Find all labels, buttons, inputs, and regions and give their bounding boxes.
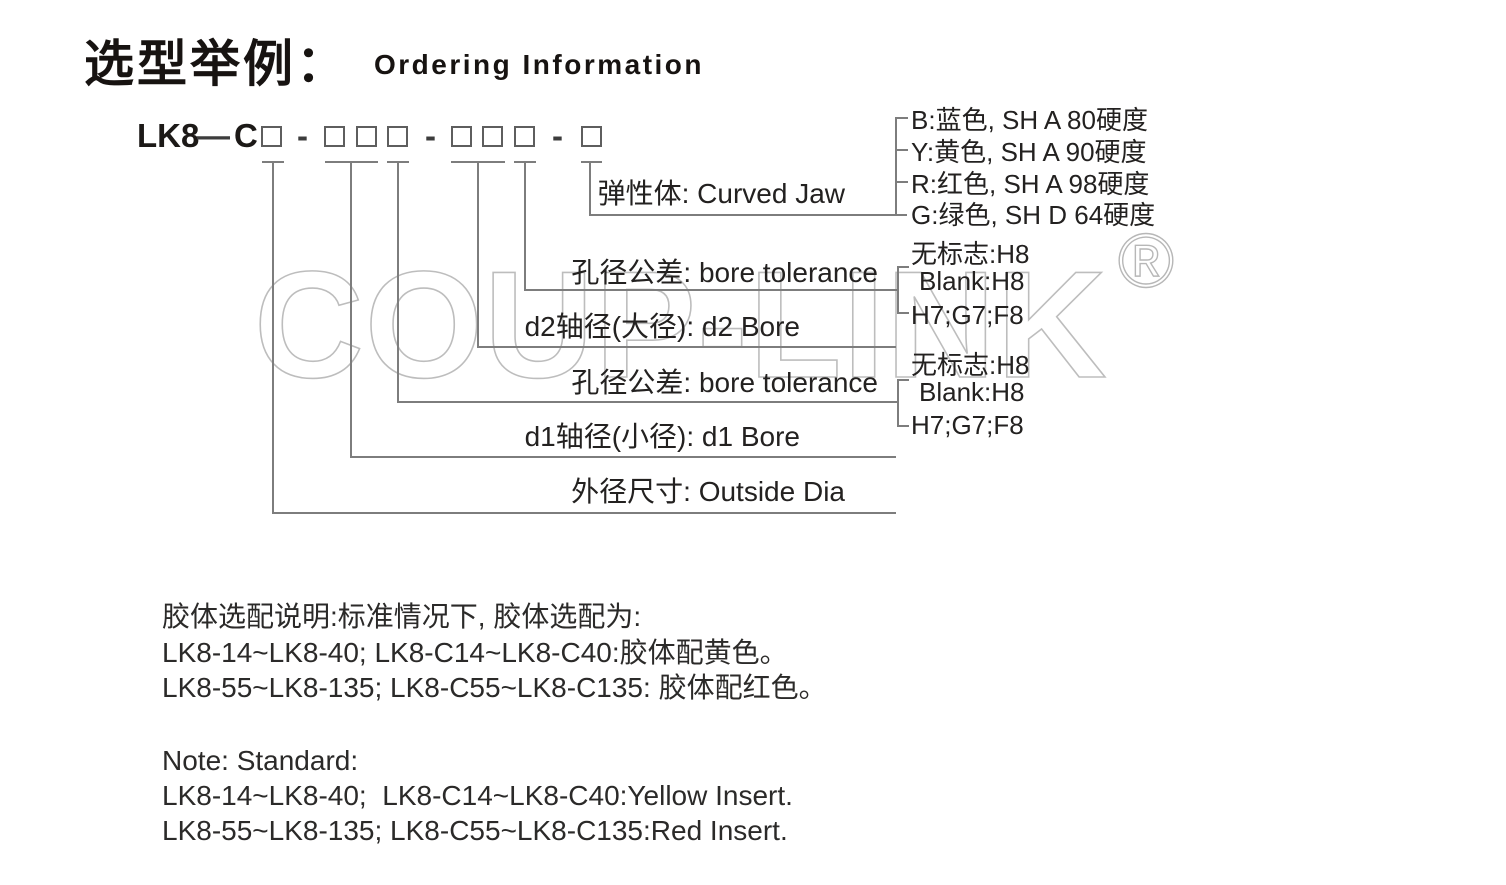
option-elastomer-green: G:绿色, SH D 64硬度 (911, 200, 1156, 230)
code-box-d1-2 (356, 126, 377, 147)
option-tol-top-nomark: 无标志:H8 (911, 239, 1030, 269)
callout-line-elastomer-h (589, 214, 907, 216)
part-code-dash-2: - (425, 117, 436, 154)
callout-line-d1-tol-v (397, 161, 399, 403)
callout-label-outside-dia: 外径尺寸: Outside Dia (571, 476, 845, 507)
part-code-dash-1: - (297, 117, 308, 154)
code-box-d1-tol (387, 126, 408, 147)
bracket-elastomer-tick-y (895, 149, 908, 151)
note-zh-line1: 胶体选配说明:标准情况下, 胶体选配为: (162, 601, 642, 632)
code-box-d2-2 (482, 126, 503, 147)
callout-label-elastomer: 弹性体: Curved Jaw (597, 178, 845, 209)
note-en-line2: LK8-14~LK8-40; LK8-C14~LK8-C40:Yellow In… (162, 780, 793, 811)
callout-label-bore-tolerance-top: 孔径公差: bore tolerance (571, 257, 878, 288)
note-zh-line2: LK8-14~LK8-40; LK8-C14~LK8-C40:胶体配黄色。 (162, 637, 788, 668)
note-en-line3: LK8-55~LK8-135; LK8-C55~LK8-C135:Red Ins… (162, 815, 788, 846)
coup-link-watermark: COUP-LINK (253, 239, 1108, 411)
callout-line-d2-tol-h (524, 289, 897, 291)
callout-line-d1-v (350, 161, 352, 458)
callout-line-outside-dia-h (272, 512, 896, 514)
bracket-tol-top-tick-2 (897, 312, 909, 314)
code-box-d1-1 (324, 126, 345, 147)
option-tol-bottom-h7g7f8: H7;G7;F8 (911, 410, 1024, 440)
bracket-tol-top-tick-1 (897, 266, 909, 268)
bracket-elastomer-v (895, 117, 897, 216)
part-code-type-letter: C (234, 117, 258, 154)
callout-label-bore-tolerance-bottom: 孔径公差: bore tolerance (571, 367, 878, 398)
bracket-tol-bottom-tick-2 (897, 425, 909, 427)
callout-line-outside-dia-v (272, 161, 274, 514)
bracket-tol-bottom-v (897, 379, 899, 427)
callout-line-elastomer-v (589, 161, 591, 216)
callout-line-d2-tol-v (524, 161, 526, 291)
part-code-long-dash: — (197, 117, 230, 154)
callout-line-d2-h (477, 346, 896, 348)
note-zh-line3: LK8-55~LK8-135; LK8-C55~LK8-C135: 胶体配红色。 (162, 672, 827, 703)
option-elastomer-yellow: Y:黄色, SH A 90硬度 (911, 137, 1147, 167)
registered-trademark-icon: ® (1117, 218, 1174, 304)
bracket-tol-bottom-tick-1 (897, 379, 909, 381)
page-title-en: Ordering Information (374, 49, 704, 80)
callout-line-d1-tol-h (397, 401, 897, 403)
part-code-prefix: LK8 (137, 117, 200, 154)
bracket-tol-top-v (897, 266, 899, 314)
option-elastomer-red: R:红色, SH A 98硬度 (911, 169, 1150, 199)
option-elastomer-blue: B:蓝色, SH A 80硬度 (911, 105, 1148, 135)
bracket-elastomer-tick-b (895, 117, 908, 119)
callout-label-d1-bore: d1轴径(小径): d1 Bore (524, 421, 800, 452)
note-en-line1: Note: Standard: (162, 745, 359, 776)
code-box-type (261, 126, 282, 147)
part-code-dash-3: - (552, 117, 563, 154)
page-title-zh: 选型举例： (84, 36, 349, 92)
option-tol-top-h7g7f8: H7;G7;F8 (911, 300, 1024, 330)
tick-elastomer (581, 161, 602, 163)
callout-line-d2-v (477, 161, 479, 348)
bracket-elastomer-tick-r (895, 181, 908, 183)
code-box-d2-tol (514, 126, 535, 147)
callout-line-d1-h (350, 456, 896, 458)
option-tol-bottom-blank: Blank:H8 (919, 377, 1025, 407)
callout-label-d2-bore: d2轴径(大径): d2 Bore (524, 311, 800, 342)
option-tol-top-blank: Blank:H8 (919, 266, 1025, 296)
code-box-d2-1 (451, 126, 472, 147)
option-tol-bottom-nomark: 无标志:H8 (911, 350, 1030, 380)
code-box-elastomer (581, 126, 602, 147)
